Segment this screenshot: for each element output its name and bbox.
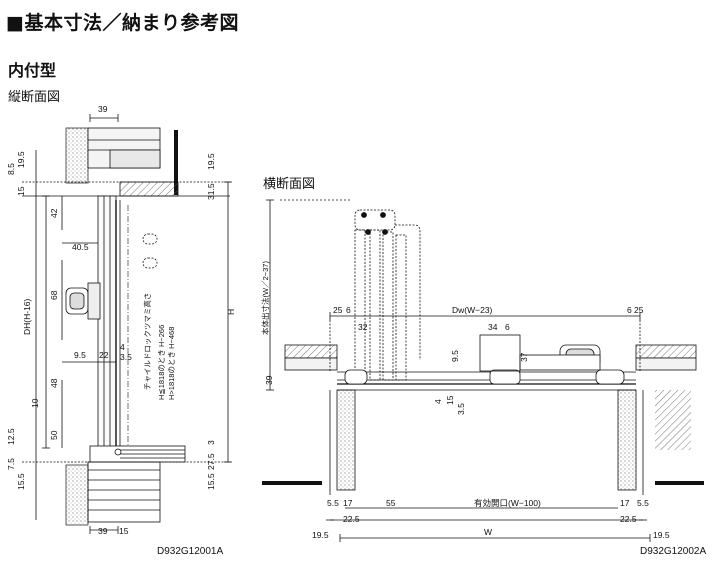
horizontal-dimension-labels: Dw(W−23) 本体出寸法(W／2−37) 25 6 6 25 32 34 6… (260, 261, 670, 540)
svg-text:39: 39 (98, 104, 108, 114)
svg-text:3: 3 (206, 440, 216, 445)
vertical-dimension-labels: 39 39 15 8.5 19.5 15 DH(H-16) 12.5 7.5 1… (6, 104, 236, 536)
svg-text:Dw(W−23): Dw(W−23) (452, 305, 493, 315)
svg-text:15: 15 (16, 186, 26, 196)
svg-text:31.5: 31.5 (206, 183, 216, 200)
horizontal-drawing-code: D932G12002A (640, 546, 707, 557)
svg-text:22: 22 (99, 350, 109, 360)
svg-text:7.5: 7.5 (6, 458, 16, 470)
svg-text:39: 39 (264, 375, 274, 385)
svg-text:22.5: 22.5 (620, 514, 637, 524)
svg-text:32: 32 (358, 322, 368, 332)
child-lock-height-le: H≦1818のとき H−266 (157, 325, 166, 400)
svg-text:15: 15 (119, 526, 129, 536)
svg-text:68: 68 (49, 290, 59, 300)
svg-text:3.5: 3.5 (456, 403, 466, 415)
svg-text:15: 15 (445, 395, 455, 405)
svg-text:39: 39 (98, 526, 108, 536)
svg-text:42: 42 (49, 208, 59, 218)
svg-text:19.5: 19.5 (653, 530, 670, 540)
svg-text:19.5: 19.5 (206, 153, 216, 170)
svg-text:17: 17 (343, 498, 353, 508)
type-subtitle: 内付型 (8, 61, 57, 80)
horizontal-section-drawing (262, 199, 704, 542)
svg-text:8.5: 8.5 (6, 163, 16, 175)
svg-text:55: 55 (386, 498, 396, 508)
child-lock-height-note: チャイルドロックツマミ高さ (142, 293, 152, 390)
horizontal-section-label: 横断面図 (263, 177, 316, 192)
svg-text:6: 6 (346, 305, 351, 315)
svg-text:19.5: 19.5 (16, 151, 26, 168)
svg-text:9.5: 9.5 (450, 350, 460, 362)
svg-text:5.5: 5.5 (327, 498, 339, 508)
svg-text:10: 10 (30, 398, 40, 408)
body-projection-label: 本体出寸法(W／2−37) (260, 261, 270, 335)
svg-text:34: 34 (488, 322, 498, 332)
svg-text:22.5: 22.5 (343, 514, 360, 524)
vertical-section-drawing (22, 114, 232, 534)
svg-text:15.5: 15.5 (206, 473, 216, 490)
svg-text:9.5: 9.5 (74, 350, 86, 360)
svg-text:6: 6 (627, 305, 632, 315)
svg-text:40.5: 40.5 (72, 242, 89, 252)
svg-text:3.5: 3.5 (120, 352, 132, 362)
svg-text:4: 4 (120, 342, 125, 352)
svg-text:37: 37 (519, 352, 529, 362)
svg-text:DH(H-16): DH(H-16) (22, 298, 32, 335)
svg-text:17: 17 (620, 498, 630, 508)
svg-text:6: 6 (505, 322, 510, 332)
svg-text:4: 4 (433, 399, 443, 404)
svg-text:12.5: 12.5 (6, 428, 16, 445)
svg-text:50: 50 (49, 430, 59, 440)
vertical-drawing-code: D932G12001A (157, 546, 224, 557)
svg-text:W: W (484, 527, 492, 537)
svg-text:27.5: 27.5 (206, 453, 216, 470)
svg-text:25: 25 (333, 305, 343, 315)
svg-text:48: 48 (49, 378, 59, 388)
svg-text:H: H (226, 309, 236, 315)
child-lock-height-gt: H>1818のとき H−468 (167, 327, 176, 400)
svg-text:有効開口(W−100): 有効開口(W−100) (474, 498, 541, 508)
svg-text:19.5: 19.5 (312, 530, 329, 540)
svg-text:15.5: 15.5 (16, 473, 26, 490)
svg-text:5.5: 5.5 (637, 498, 649, 508)
vertical-section-label: 縦断面図 (8, 90, 61, 105)
svg-text:25: 25 (634, 305, 644, 315)
page-title: ■基本寸法／納まり参考図 (6, 12, 239, 34)
